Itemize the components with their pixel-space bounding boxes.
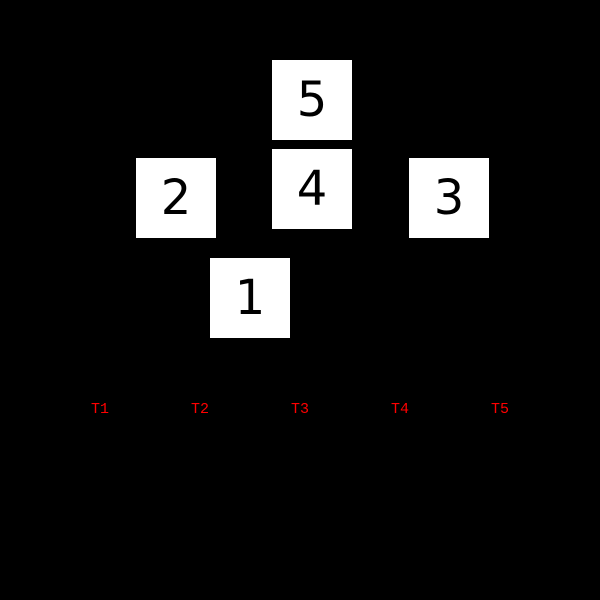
- block-4-digit: 4: [296, 161, 328, 217]
- block-3[interactable]: 3: [409, 158, 489, 238]
- target-label-t5[interactable]: T5: [490, 401, 510, 418]
- target-label-t4[interactable]: T4: [390, 401, 410, 418]
- block-1-digit: 1: [234, 270, 266, 326]
- block-5[interactable]: 5: [272, 60, 352, 140]
- target-label-t3[interactable]: T3: [290, 401, 310, 418]
- target-label-t2[interactable]: T2: [190, 401, 210, 418]
- block-3-digit: 3: [433, 170, 465, 226]
- block-4[interactable]: 4: [272, 149, 352, 229]
- block-1[interactable]: 1: [210, 258, 290, 338]
- block-2-digit: 2: [160, 170, 192, 226]
- block-5-digit: 5: [296, 72, 328, 128]
- block-2[interactable]: 2: [136, 158, 216, 238]
- target-label-t1[interactable]: T1: [90, 401, 110, 418]
